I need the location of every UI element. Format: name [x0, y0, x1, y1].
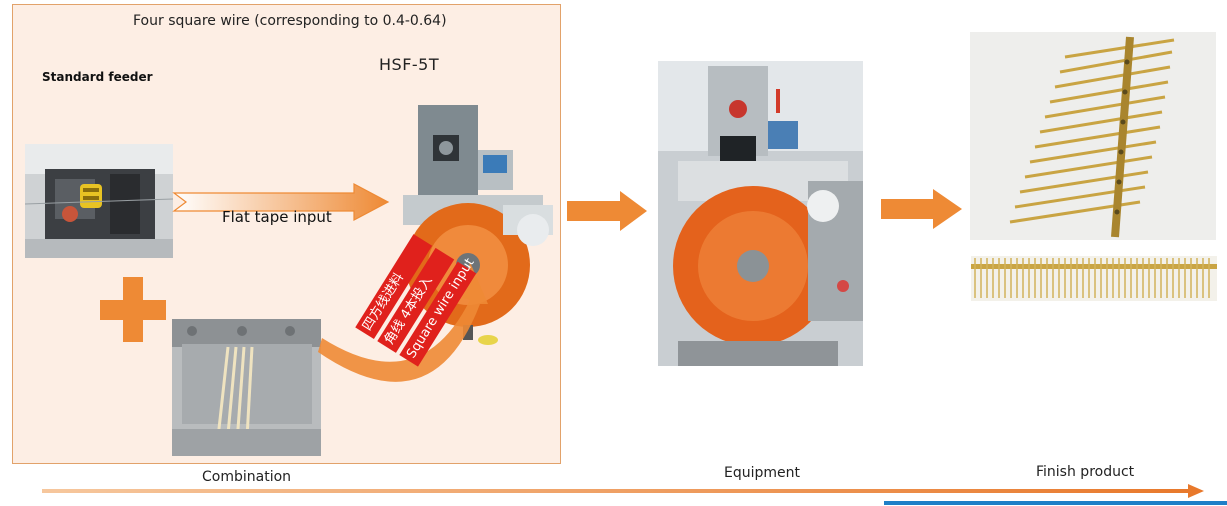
- standard-feeder-photo: [25, 144, 173, 258]
- finished-product-photo: [970, 32, 1216, 240]
- stage-label-equipment: Equipment: [724, 465, 800, 481]
- stage-label-combination: Combination: [202, 469, 292, 485]
- model-label: HSF-5T: [379, 55, 440, 74]
- arrow-to-finish-product: [881, 189, 962, 229]
- panel-title: Four square wire (corresponding to 0.4-0…: [133, 13, 447, 29]
- square-wire-photo: [172, 319, 321, 456]
- timeline-arrow: [42, 484, 1204, 498]
- arrow-to-equipment: [567, 191, 647, 231]
- standard-feeder-label: Standard feeder: [42, 70, 153, 84]
- accent-bar: [884, 501, 1227, 505]
- finished-product-strip-photo: [971, 256, 1217, 301]
- equipment-photo: [658, 61, 863, 366]
- flat-tape-input-label: Flat tape input: [222, 208, 332, 226]
- stage-label-finish-product: Finish product: [1036, 464, 1135, 480]
